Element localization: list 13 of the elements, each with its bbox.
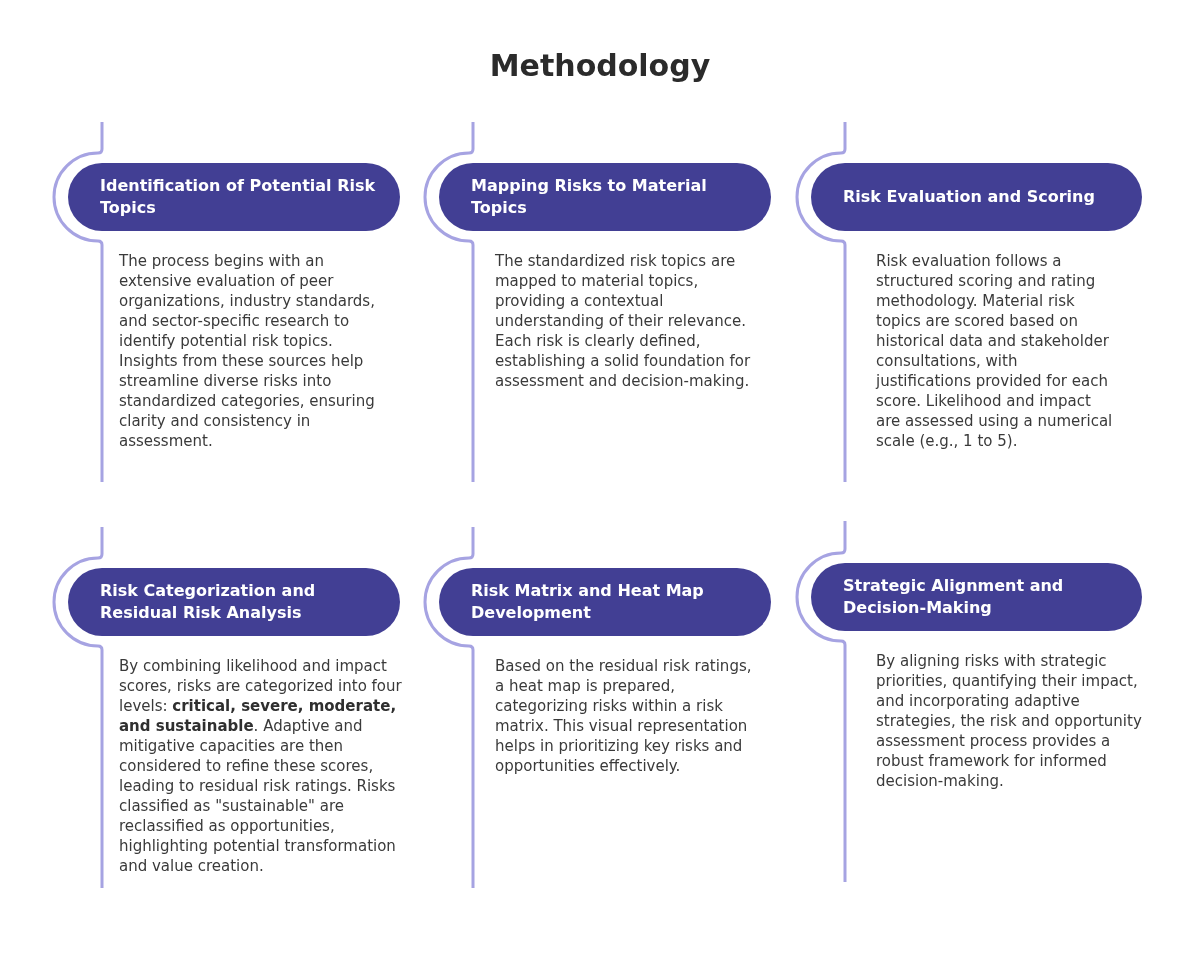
step-description: Risk evaluation follows a structured scoring and rating methodology. Material risk topics are scored based on historical data and stakeholder consultations, with justifications provided for each score. Likelihood and impact are assessed using a numerical scale (e.g., 1 to 5). <box>876 251 1114 451</box>
step-description: By aligning risks with strategic priorities, quantifying their impact, and incorporating adaptive strategies, the risk and opportunity assessment process provides a robust framework for informed decision-making. <box>876 651 1143 791</box>
diagram-title: Methodology <box>488 48 712 83</box>
step-description: The process begins with an extensive evaluation of peer organizations, industry standards, and sector-specific research to identify potential risk topics. Insights from these sources help streamline diverse risks into standardized categories, ensuring clarity and consistency in assessment. <box>119 251 376 451</box>
step-description: Based on the residual risk ratings, a heat map is prepared, categorizing risks within a risk matrix. This visual representation helps in prioritizing key risks and opportunities effectively. <box>495 656 753 776</box>
step-heading: Identification of Potential Risk Topics <box>68 163 400 231</box>
step-heading: Risk Categorization and Residual Risk Analysis <box>68 568 400 636</box>
step-heading: Strategic Alignment and Decision-Making <box>811 563 1142 631</box>
step-heading: Risk Evaluation and Scoring <box>811 163 1142 231</box>
step-description: The standardized risk topics are mapped to material topics, providing a contextual understanding of their relevance. Each risk is clearly defined, establishing a solid foundation for assessment and decision-making. <box>495 251 752 391</box>
step-heading: Risk Matrix and Heat Map Development <box>439 568 771 636</box>
step-description: By combining likelihood and impact scores, risks are categorized into four levels: critical, severe, moderate, and sustainable. Adaptive and mitigative capacities are then considered to refine these scores, leading to residual risk ratings. Risks classified as "sustainable" are reclassified as opportunities, highlighting potential transformation and value creation. <box>119 656 403 876</box>
step-heading: Mapping Risks to Material Topics <box>439 163 771 231</box>
